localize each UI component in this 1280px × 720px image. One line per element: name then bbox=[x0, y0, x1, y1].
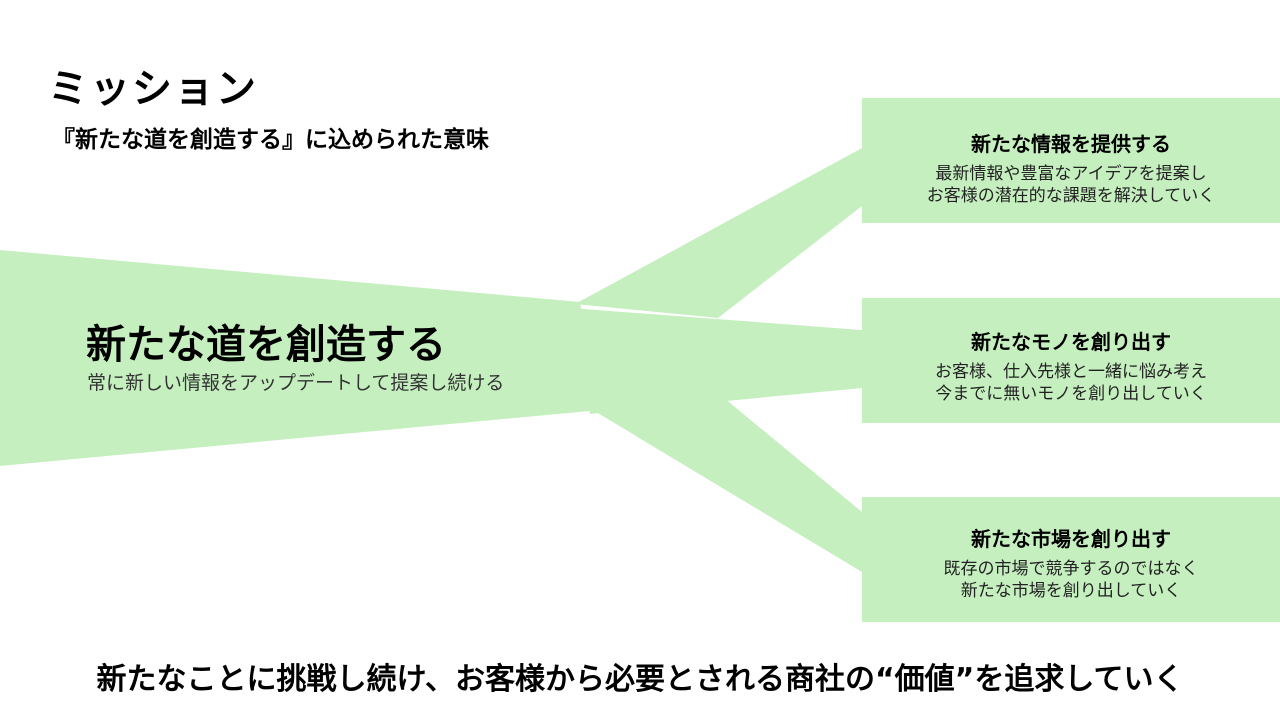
branch-line: 既存の市場で競争するのではなく bbox=[943, 559, 1199, 579]
branch-line: お客様、仕入先様と一緒に悩み考え bbox=[935, 362, 1207, 382]
branch-box-markets: 新たな市場を創り出す 既存の市場で競争するのではなく 新たな市場を創り出していく bbox=[862, 497, 1280, 622]
page-title: ミッション bbox=[48, 66, 258, 112]
branch-box-information: 新たな情報を提供する 最新情報や豊富なアイデアを提案し お客様の潜在的な課題を解… bbox=[862, 98, 1280, 223]
branch-title: 新たな情報を提供する bbox=[971, 132, 1171, 156]
footer-statement: 新たなことに挑戦し続け、お客様から必要とされる商社の“価値”を追求していく bbox=[96, 662, 1184, 697]
trunk-shape bbox=[0, 250, 600, 466]
page-subtitle: 『新たな道を創造する』に込められた意味 bbox=[52, 127, 489, 153]
main-description: 常に新しい情報をアップデートして提案し続ける bbox=[87, 372, 505, 394]
branch-line: お客様の潜在的な課題を解決していく bbox=[926, 186, 1216, 206]
upper-branch-shape bbox=[575, 148, 862, 318]
middle-branch-shape bbox=[570, 308, 862, 414]
branch-line: 今までに無いモノを創り出していく bbox=[935, 384, 1207, 404]
branch-line: 新たな市場を創り出していく bbox=[960, 581, 1182, 601]
lower-branch-shape bbox=[596, 398, 862, 572]
branch-title: 新たなモノを創り出す bbox=[971, 330, 1171, 354]
main-heading: 新たな道を創造する bbox=[86, 322, 446, 368]
branch-line: 最新情報や豊富なアイデアを提案し bbox=[935, 164, 1207, 184]
branch-box-products: 新たなモノを創り出す お客様、仕入先様と一緒に悩み考え 今までに無いモノを創り出… bbox=[862, 298, 1280, 423]
branch-title: 新たな市場を創り出す bbox=[971, 527, 1171, 551]
